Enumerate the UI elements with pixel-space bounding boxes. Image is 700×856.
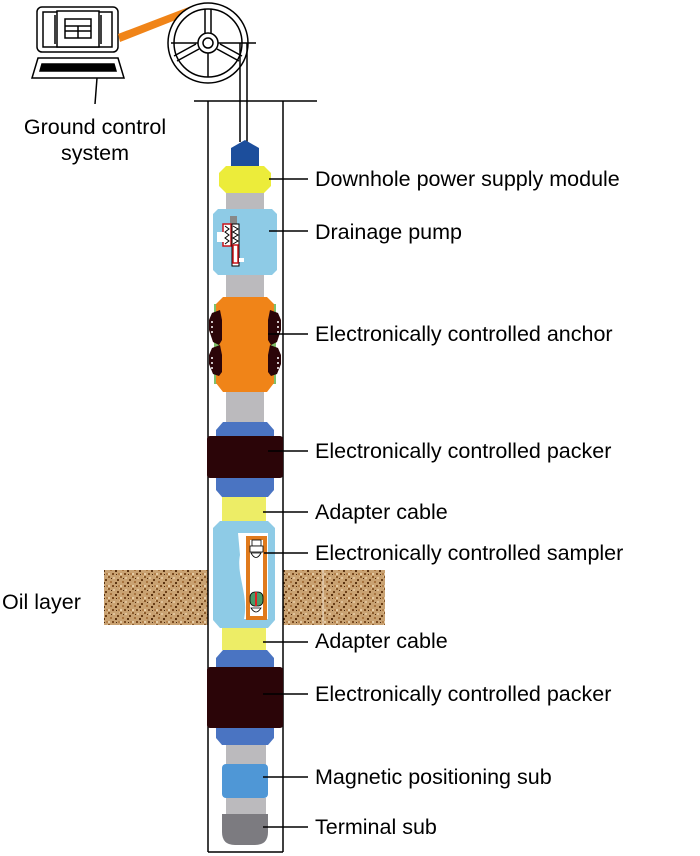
packer-sleeve-top xyxy=(216,422,274,437)
oil-layer-right xyxy=(283,570,385,625)
surface-cable xyxy=(118,5,196,42)
cable-head xyxy=(231,140,259,166)
tool-string xyxy=(207,140,283,845)
cable-reel-icon xyxy=(167,2,256,84)
component-anchor xyxy=(209,297,281,392)
connector xyxy=(226,392,264,422)
oil-layer-left xyxy=(104,570,208,625)
component-magnetic xyxy=(222,764,268,798)
label-terminal: Terminal sub xyxy=(315,815,437,839)
label-sampler: Electronically controlled sampler xyxy=(315,541,624,565)
label-packer2: Electronically controlled packer xyxy=(315,682,612,706)
packer-sleeve-bottom xyxy=(216,478,274,497)
ground-control-label-line2: system xyxy=(60,140,130,165)
component-terminal xyxy=(222,814,268,845)
label-packer1: Electronically controlled packer xyxy=(315,439,612,463)
ground-control-label: Ground control system xyxy=(0,115,190,167)
label-anchor: Electronically controlled anchor xyxy=(315,322,613,346)
wireline xyxy=(239,43,248,142)
packer-sleeve-bottom xyxy=(216,728,274,745)
label-adapter2: Adapter cable xyxy=(315,629,448,653)
ground-control-leader xyxy=(94,77,98,105)
keyboard-keys xyxy=(39,63,117,72)
pump-internals xyxy=(217,216,244,267)
label-adapter1: Adapter cable xyxy=(315,500,448,524)
computer-icon xyxy=(30,6,126,105)
label-pump: Drainage pump xyxy=(315,220,463,244)
component-packer2 xyxy=(207,667,283,728)
packer-sleeve-top xyxy=(216,650,274,668)
ground-control-label-line1: Ground control xyxy=(23,115,167,139)
oil-layer xyxy=(104,570,385,625)
component-power xyxy=(219,166,271,193)
connector xyxy=(226,798,266,814)
sampler-internals xyxy=(238,533,268,620)
oil-layer-label: Oil layer xyxy=(2,590,81,614)
component-adapter2 xyxy=(222,628,266,650)
component-adapter1 xyxy=(222,497,266,521)
connector xyxy=(226,275,264,297)
connector xyxy=(226,193,264,209)
leader-lines xyxy=(263,178,308,828)
label-power: Downhole power supply module xyxy=(315,167,620,191)
label-magnetic: Magnetic positioning sub xyxy=(315,765,552,789)
connector xyxy=(226,745,266,765)
component-packer1 xyxy=(207,436,283,478)
